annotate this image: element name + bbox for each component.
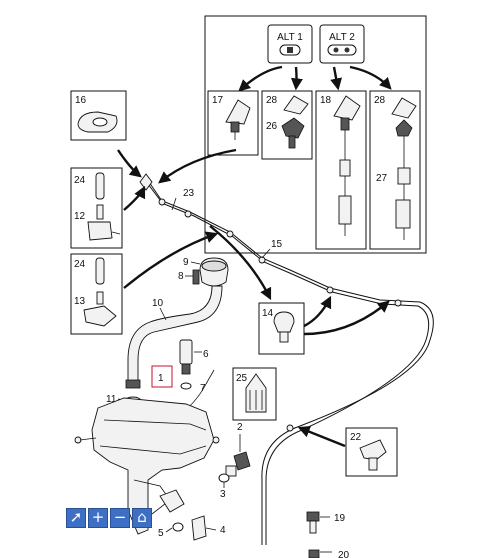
callout-26: 26: [266, 121, 278, 132]
connector-13-icon: [83, 305, 117, 327]
washer-reservoir-tank[interactable]: [91, 397, 215, 535]
double-nozzle-icon: [327, 44, 357, 56]
part-27-28-box[interactable]: [369, 90, 421, 250]
highlighted-part-1[interactable]: [151, 365, 173, 388]
callout-2: 2: [237, 422, 243, 433]
callout-8: 8: [178, 271, 184, 282]
callout-20: 20: [338, 550, 350, 558]
nozzle-27-icon: [395, 119, 413, 137]
callout-17: 17: [212, 95, 224, 106]
level-sensor-2[interactable]: [233, 451, 251, 471]
callout-1: 1: [158, 373, 164, 384]
viewer-toolbar: ➚ + − ⌂: [66, 508, 152, 528]
bolt-19: [306, 511, 320, 522]
callout-22: 22: [350, 432, 362, 443]
callout-27: 27: [376, 173, 388, 184]
zoom-in-button[interactable]: +: [88, 508, 108, 528]
alt2-label: ALT 2: [329, 32, 355, 43]
connector-22-icon: [359, 439, 387, 461]
plus-icon: +: [91, 508, 105, 526]
select-tool-button[interactable]: ➚: [66, 508, 86, 528]
callout-14: 14: [262, 308, 274, 319]
nozzle-cap-28b-icon: [391, 97, 417, 119]
callout-25: 25: [236, 373, 248, 384]
hose-24a-icon: [95, 172, 105, 200]
callout-6: 6: [203, 349, 209, 360]
home-icon: ⌂: [137, 508, 147, 526]
alt2-option[interactable]: ALT 2: [319, 24, 365, 64]
minus-icon: −: [113, 508, 127, 526]
callout-19: 19: [334, 513, 346, 524]
clip-14-icon: [273, 311, 295, 333]
callout-5: 5: [158, 528, 164, 539]
alt1-label: ALT 1: [277, 32, 303, 43]
callout-23: 23: [183, 188, 195, 199]
callout-3: 3: [220, 489, 226, 500]
callout-28-a: 28: [266, 95, 278, 106]
callout-24-b: 24: [74, 259, 86, 270]
callout-10: 10: [152, 298, 164, 309]
connector-12-icon: [87, 221, 113, 241]
callout-4: 4: [220, 525, 226, 536]
nozzle-cap-28-icon: [283, 95, 309, 115]
part-14-box[interactable]: [258, 302, 305, 355]
callout-12: 12: [74, 211, 86, 222]
callout-11: 11: [106, 394, 117, 405]
grommet-3: [218, 473, 230, 483]
nozzle-26-icon: [281, 117, 305, 139]
bolt-8: [192, 269, 200, 285]
callout-15: 15: [271, 239, 283, 250]
callout-24-a: 24: [74, 175, 86, 186]
pump-6[interactable]: [179, 339, 193, 365]
connector-4[interactable]: [191, 515, 207, 541]
callout-16: 16: [75, 95, 87, 106]
alt1-option[interactable]: ALT 1: [267, 24, 313, 64]
hose-clips: [158, 198, 402, 432]
callout-9: 9: [183, 257, 189, 268]
filler-tube-10[interactable]: [127, 285, 223, 387]
part-20: [308, 549, 320, 558]
home-button[interactable]: ⌂: [132, 508, 152, 528]
callout-18: 18: [320, 95, 332, 106]
hose-24b-icon: [95, 257, 105, 285]
callout-28-b: 28: [374, 95, 386, 106]
callout-7: 7: [200, 383, 206, 394]
callout-13: 13: [74, 296, 86, 307]
pointer-icon: ➚: [69, 508, 83, 526]
zoom-out-button[interactable]: −: [110, 508, 130, 528]
